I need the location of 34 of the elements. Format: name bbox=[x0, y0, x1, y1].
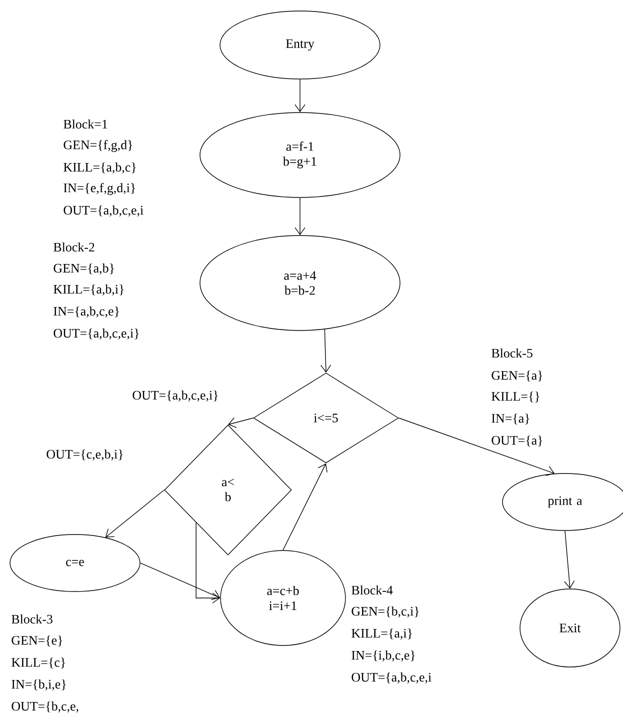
annotation-text: OUT={a,b,c,e,i} bbox=[54, 328, 139, 340]
annotation-text: KILL={} bbox=[492, 392, 540, 402]
arrow bbox=[294, 79, 306, 112]
annotation-text: IN={a} bbox=[492, 414, 530, 424]
annotation-text: GEN={f,g,d} bbox=[64, 140, 132, 152]
annotation-text: KILL={a,b,c} bbox=[64, 162, 136, 174]
annotation-text: OUT={b,c,e, bbox=[12, 702, 78, 712]
annotation-text: Block=1 bbox=[64, 119, 108, 129]
annotation-text: Block-2 bbox=[54, 242, 94, 252]
arrow bbox=[140, 562, 220, 600]
arrow bbox=[282, 463, 328, 550]
annotation-text: IN={a,b,c,e} bbox=[54, 306, 119, 318]
annotation-text: GEN={e} bbox=[12, 636, 62, 646]
annotation-text: KILL={c} bbox=[12, 658, 65, 668]
annotation-text: OUT={a,b,c,e,i bbox=[64, 206, 144, 216]
annotation-text: IN={i,b,c,e} bbox=[352, 650, 415, 662]
annotation-text: OUT={c,e,b,i} bbox=[46, 450, 123, 460]
annotation-text: OUT={a,b,c,e,i} bbox=[132, 390, 218, 402]
arrow bbox=[228, 418, 254, 428]
arrow bbox=[320, 329, 332, 373]
annotation-text: KILL={a,b,i} bbox=[54, 284, 124, 296]
arrow bbox=[196, 522, 220, 604]
annotation-text: IN={e,f,g,d,i} bbox=[64, 183, 135, 195]
annotation-text: GEN={a} bbox=[492, 370, 542, 382]
arrow bbox=[105, 490, 164, 538]
annotation-text: Block-3 bbox=[12, 614, 52, 624]
annotation-text: Block-5 bbox=[492, 348, 532, 358]
arrow bbox=[564, 530, 575, 589]
annotation-text: OUT={a} bbox=[492, 436, 542, 446]
arrow bbox=[398, 418, 555, 476]
annotation-text: OUT={a,b,c,e,i bbox=[352, 672, 432, 684]
annotation-text: IN={b,i,e} bbox=[12, 680, 66, 690]
arrow bbox=[294, 198, 306, 236]
annotation-text: GEN={a,b} bbox=[54, 264, 114, 274]
